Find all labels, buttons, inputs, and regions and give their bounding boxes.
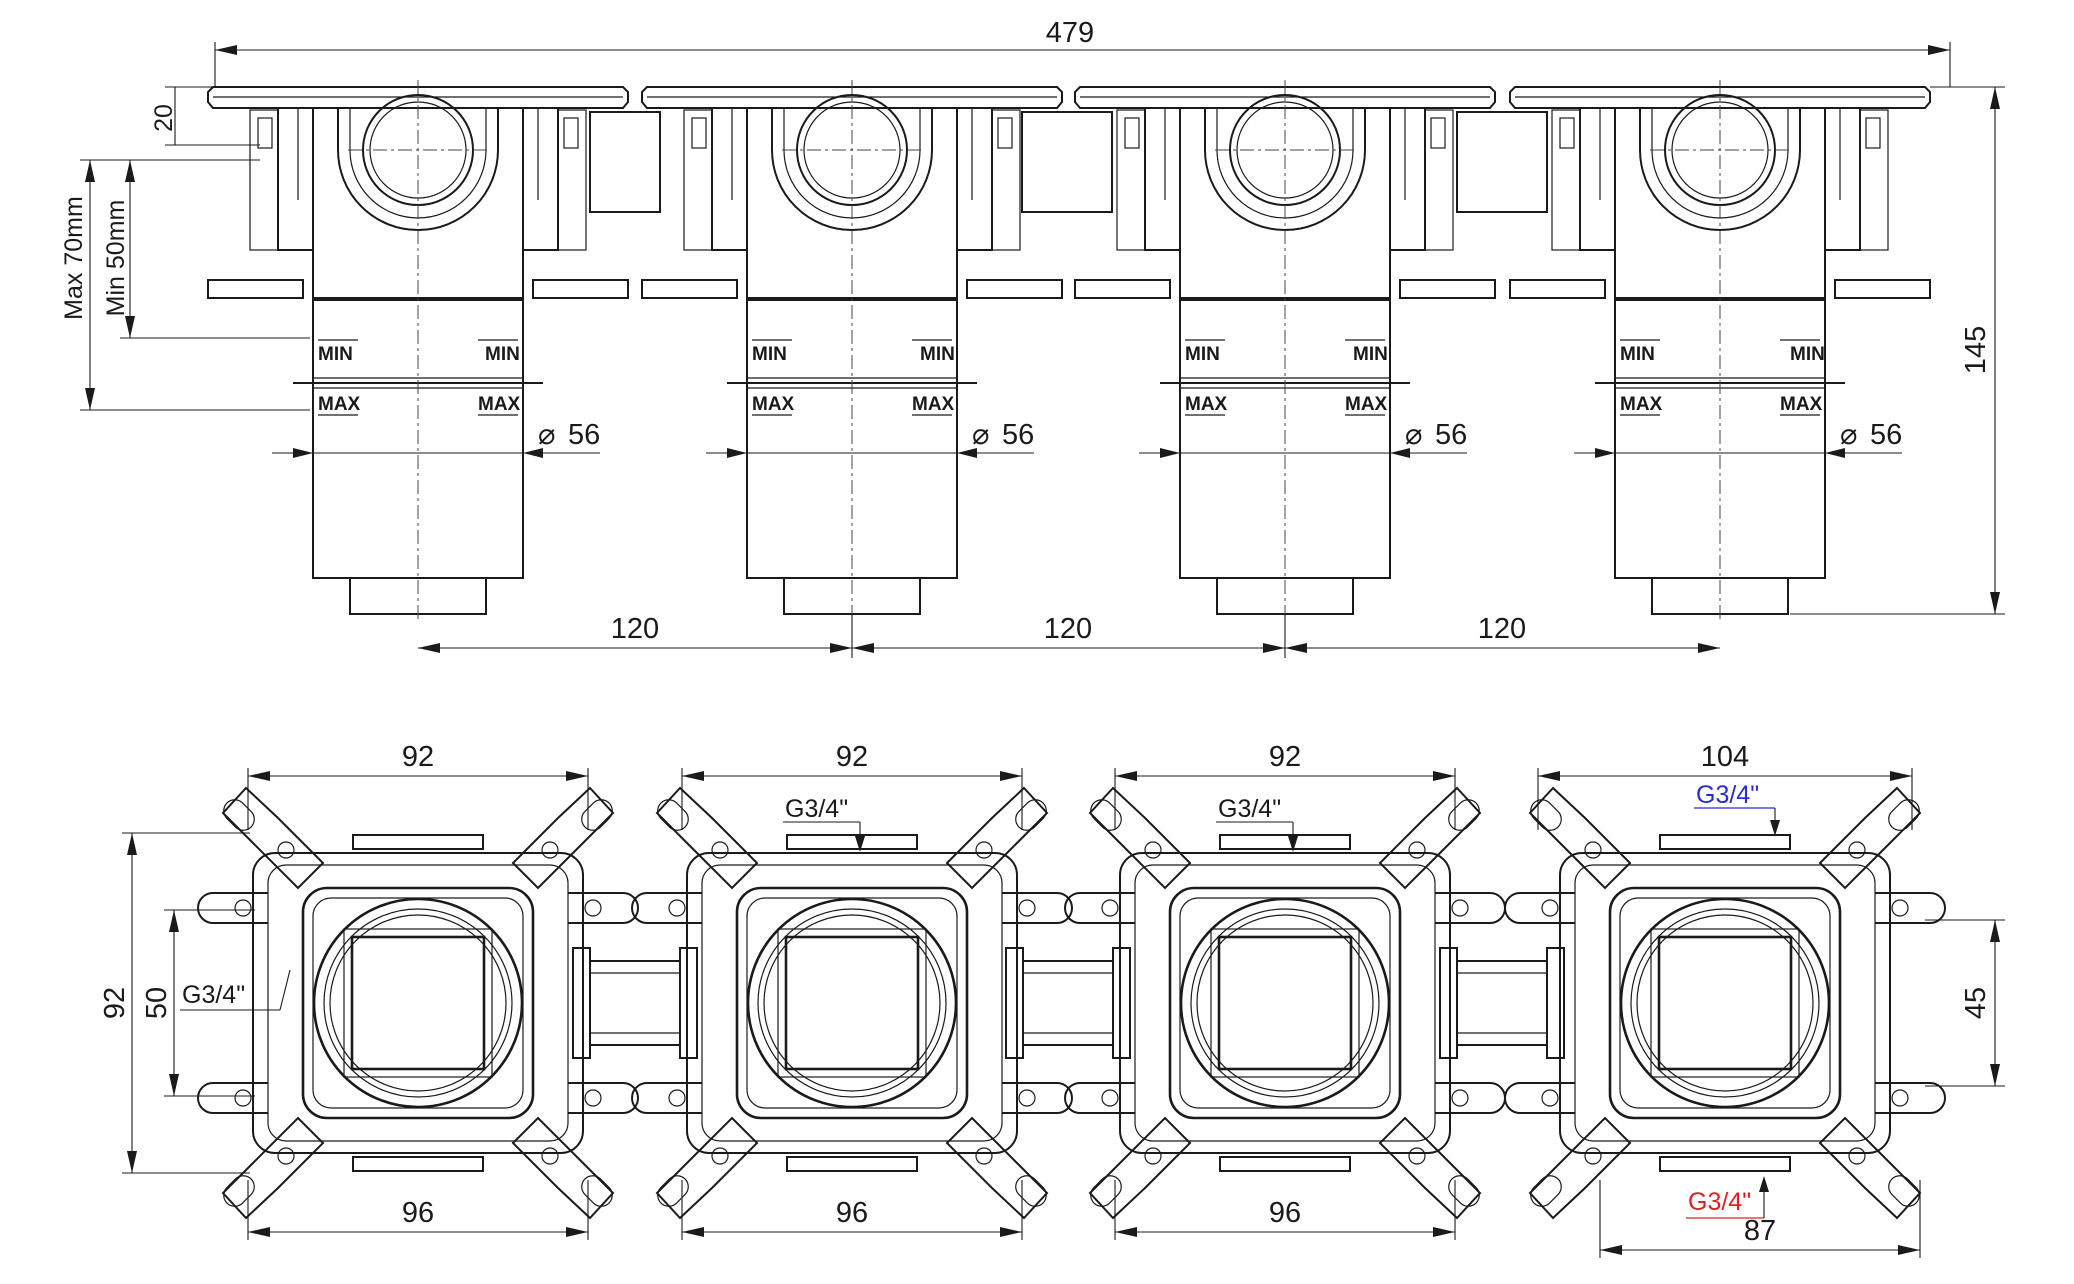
plan-width-top-2: 92 — [836, 741, 868, 773]
min-max-marks: MIN MIN MAX MAX MIN MIN MAX MAX MIN MIN … — [318, 344, 1825, 415]
dim-total-height: 145 — [1960, 326, 1992, 374]
side-elevation: 479 20 Max 70mm Min 50mm 145 MIN MIN MAX… — [60, 17, 2005, 658]
plan-width-bottom-2: 96 — [836, 1197, 868, 1229]
dim-max-depth: Max 70mm — [60, 196, 88, 320]
dim-plate-height: 20 — [150, 104, 178, 132]
plan-unit-4 — [1503, 786, 1947, 1220]
thread-label-left: G3/4" — [182, 981, 245, 1009]
dim-overall-width: 479 — [1046, 17, 1094, 49]
min-mark-3r: MIN — [1353, 344, 1388, 365]
max-mark-4l: MAX — [1620, 394, 1663, 415]
spacing-3: 120 — [1478, 613, 1526, 645]
side-unit-2 — [641, 79, 1063, 621]
plan-bottom-widths: 96 96 96 87 — [247, 1180, 1921, 1258]
thread-label-top-3: G3/4" — [1218, 795, 1281, 823]
min-mark-1l: MIN — [318, 344, 353, 365]
plan-right-height: 45 — [1925, 919, 2005, 1087]
sleeve-diameter-2: 56 — [1002, 419, 1034, 451]
spacing-1: 120 — [611, 613, 659, 645]
dim-min-depth: Min 50mm — [102, 200, 130, 317]
sleeve-diameter-4: 56 — [1870, 419, 1902, 451]
plan-width-top-3: 92 — [1269, 741, 1301, 773]
pipe-link-3 — [1439, 947, 1565, 1059]
sleeve-diameter-3: 56 — [1435, 419, 1467, 451]
side-connector-2 — [1021, 111, 1113, 213]
plan-left-heights: 92 50 G3/4" — [99, 832, 291, 1174]
max-mark-2r: MAX — [912, 394, 955, 415]
diameter-symbol-3: ⌀ — [1405, 419, 1422, 451]
sleeve-diameter-dims: ⌀ 56 ⌀ 56 ⌀ 56 ⌀ 56 — [272, 419, 1902, 458]
plan-height-inner: 50 — [141, 987, 173, 1019]
min-mark-4l: MIN — [1620, 344, 1655, 365]
min-mark-2r: MIN — [920, 344, 955, 365]
pipe-link-2 — [1005, 947, 1131, 1059]
plan-height-right: 45 — [1960, 987, 1992, 1019]
plan-width-top-4: 104 — [1701, 741, 1749, 773]
plan-width-bottom-4: 87 — [1744, 1215, 1776, 1247]
plan-width-bottom-3: 96 — [1269, 1197, 1301, 1229]
side-unit-3 — [1074, 79, 1496, 621]
plan-width-bottom-1: 96 — [402, 1197, 434, 1229]
thread-label-top-2: G3/4" — [785, 795, 848, 823]
diameter-symbol-1: ⌀ — [538, 419, 555, 451]
side-unit-4 — [1509, 79, 1931, 621]
min-mark-2l: MIN — [752, 344, 787, 365]
plan-view: 92 92 92 104 96 96 — [99, 741, 2005, 1258]
sleeve-diameter-1: 56 — [568, 419, 600, 451]
min-mark-3l: MIN — [1185, 344, 1220, 365]
diameter-symbol-2: ⌀ — [972, 419, 989, 451]
diameter-symbol-4: ⌀ — [1840, 419, 1857, 451]
max-mark-3l: MAX — [1185, 394, 1228, 415]
max-mark-2l: MAX — [752, 394, 795, 415]
max-mark-4r: MAX — [1780, 394, 1823, 415]
side-connector-1 — [589, 111, 661, 213]
spacing-dims: 120 120 120 — [418, 613, 1720, 658]
plan-height-left: 92 — [99, 987, 131, 1019]
max-mark-1l: MAX — [318, 394, 361, 415]
thread-label-bottom-4: G3/4" — [1688, 1188, 1751, 1216]
thread-callouts: G3/4" G3/4" G3/4" G3/4" — [783, 781, 1780, 1219]
max-mark-1r: MAX — [478, 394, 521, 415]
min-mark-1r: MIN — [485, 344, 520, 365]
side-unit-1 — [207, 79, 629, 621]
plan-top-widths: 92 92 92 104 — [247, 741, 1913, 830]
pipe-link-1 — [572, 947, 698, 1059]
max-mark-3r: MAX — [1345, 394, 1388, 415]
thread-label-top-4: G3/4" — [1696, 781, 1759, 809]
min-mark-4r: MIN — [1790, 344, 1825, 365]
spacing-2: 120 — [1044, 613, 1092, 645]
plan-width-top-1: 92 — [402, 741, 434, 773]
side-connector-3 — [1456, 111, 1548, 213]
